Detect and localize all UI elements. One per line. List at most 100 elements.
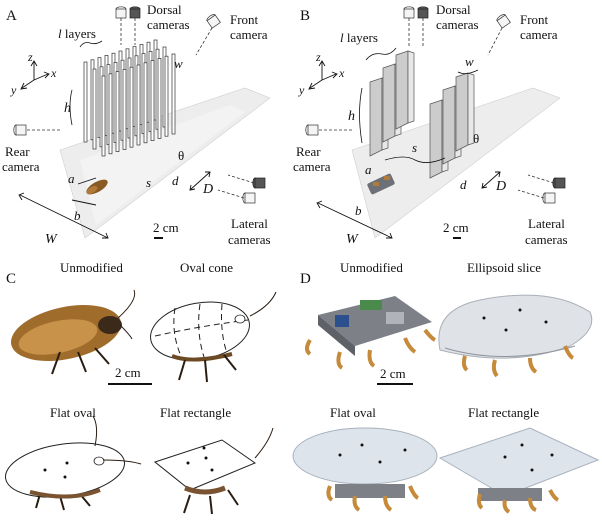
rear-camera: Rear camera: [293, 124, 352, 174]
camera-icon: [552, 177, 566, 189]
robot-ellipsoid-slice: [438, 294, 593, 378]
axis-y: y: [10, 83, 17, 97]
lateral-cameras: Lateral cameras: [517, 174, 568, 247]
h-label: h: [64, 101, 71, 116]
b-label: b: [74, 208, 81, 223]
scale-label-c: 2 cm: [115, 365, 141, 380]
label-flat-rectangle: Flat rectangle: [160, 405, 231, 420]
panel-d-letter: D: [300, 271, 311, 287]
panel-a: A Dorsal cameras: [2, 2, 271, 247]
label-flat-oval: Flat oval: [50, 405, 96, 420]
scale-label-b: 2 cm: [443, 220, 469, 235]
W-arrow: [316, 200, 393, 239]
camera-icon: [129, 6, 141, 19]
rear-camera: Rear camera: [2, 124, 62, 174]
label-oval-cone: Oval cone: [180, 260, 233, 275]
front-label: Front: [520, 12, 549, 27]
D-label: D: [202, 182, 213, 197]
a-label: a: [68, 171, 75, 186]
grass-pillar: [101, 75, 106, 157]
panel-a-letter: A: [6, 8, 17, 24]
layers-label: l layers: [340, 30, 378, 45]
camera-icon: [305, 124, 319, 136]
camera-icon: [115, 6, 127, 19]
layers-label: l layers: [58, 26, 96, 41]
lateral-label-2: cameras: [525, 232, 568, 247]
front-label-2: camera: [230, 27, 268, 42]
grass-pillar: [157, 58, 162, 139]
theta-label: θ: [473, 131, 479, 146]
grass-pillar: [83, 61, 88, 143]
lateral-label-2: cameras: [228, 232, 271, 247]
W-label: W: [346, 232, 359, 247]
w-label: w: [465, 54, 474, 69]
panel-b: B Do: [293, 2, 568, 247]
cockroach-unmodified: [10, 289, 136, 375]
grass-pillar: [129, 66, 134, 148]
robot-flat-rectangle: [438, 427, 600, 514]
D-arrow: [481, 171, 501, 189]
grass-pillar: [143, 62, 148, 144]
label-flat-oval: Flat oval: [330, 405, 376, 420]
cockroach-flat-rectangle: [153, 427, 274, 515]
grass-pillar: [150, 60, 155, 141]
dorsal-label: Dorsal: [147, 2, 182, 17]
dorsal-label-2: cameras: [436, 17, 479, 32]
label-unmodified: Unmodified: [60, 260, 123, 275]
camera-icon: [496, 14, 511, 29]
robot-in-arena: [367, 173, 395, 195]
axis-y: y: [298, 83, 305, 97]
camera-icon: [417, 6, 429, 19]
lateral-cameras: Lateral cameras: [217, 174, 271, 247]
theta-label: θ: [178, 148, 184, 163]
camera-icon: [403, 6, 415, 19]
grass-pillars: [83, 39, 176, 157]
front-camera: Front camera: [487, 12, 558, 56]
W-arrow: [18, 192, 109, 239]
cockroach-flat-oval: [4, 415, 142, 511]
grass-boards: [369, 50, 475, 179]
scale-label-d: 2 cm: [380, 366, 406, 381]
dorsal-label: Dorsal: [436, 2, 471, 17]
axes-triad: [20, 60, 50, 90]
grass-pillar: [122, 69, 127, 150]
front-camera: Front camera: [195, 12, 268, 56]
panel-c-letter: C: [6, 271, 16, 287]
h-label: h: [348, 109, 355, 124]
d-label: d: [172, 173, 179, 188]
grass-pillar: [108, 73, 113, 155]
lateral-label: Lateral: [231, 216, 268, 231]
axis-z: z: [27, 50, 33, 64]
D-label: D: [495, 179, 506, 194]
rear-label-2: camera: [293, 159, 331, 174]
grass-pillar: [171, 53, 176, 135]
camera-icon: [206, 14, 221, 29]
grass-pillar: [136, 64, 141, 146]
camera-icon: [13, 124, 27, 136]
lateral-label: Lateral: [528, 216, 565, 231]
front-label: Front: [230, 12, 259, 27]
axes-triad: [308, 60, 338, 90]
rear-label: Rear: [5, 144, 30, 159]
grass-pillar: [92, 68, 97, 150]
grass-pillar: [164, 55, 169, 137]
cockroach-animal: [86, 179, 108, 195]
dorsal-label-2: cameras: [147, 17, 190, 32]
arena-floor-inner: [80, 105, 245, 225]
panel-c: C Unmodified Oval cone Flat oval Flat re…: [4, 260, 277, 515]
w-label: w: [174, 56, 183, 71]
scale-label-a: 2 cm: [153, 220, 179, 235]
rear-label: Rear: [296, 144, 321, 159]
robot-flat-oval: [292, 427, 438, 512]
rear-label-2: camera: [2, 159, 40, 174]
s-label: s: [146, 175, 151, 190]
front-label-2: camera: [520, 27, 558, 42]
camera-icon: [242, 192, 256, 204]
d-label: d: [460, 177, 467, 192]
panel-b-letter: B: [300, 8, 310, 24]
axis-z: z: [315, 50, 321, 64]
dorsal-cameras: Dorsal cameras: [115, 2, 190, 45]
robot-unmodified: [305, 296, 436, 370]
camera-icon: [252, 177, 266, 189]
